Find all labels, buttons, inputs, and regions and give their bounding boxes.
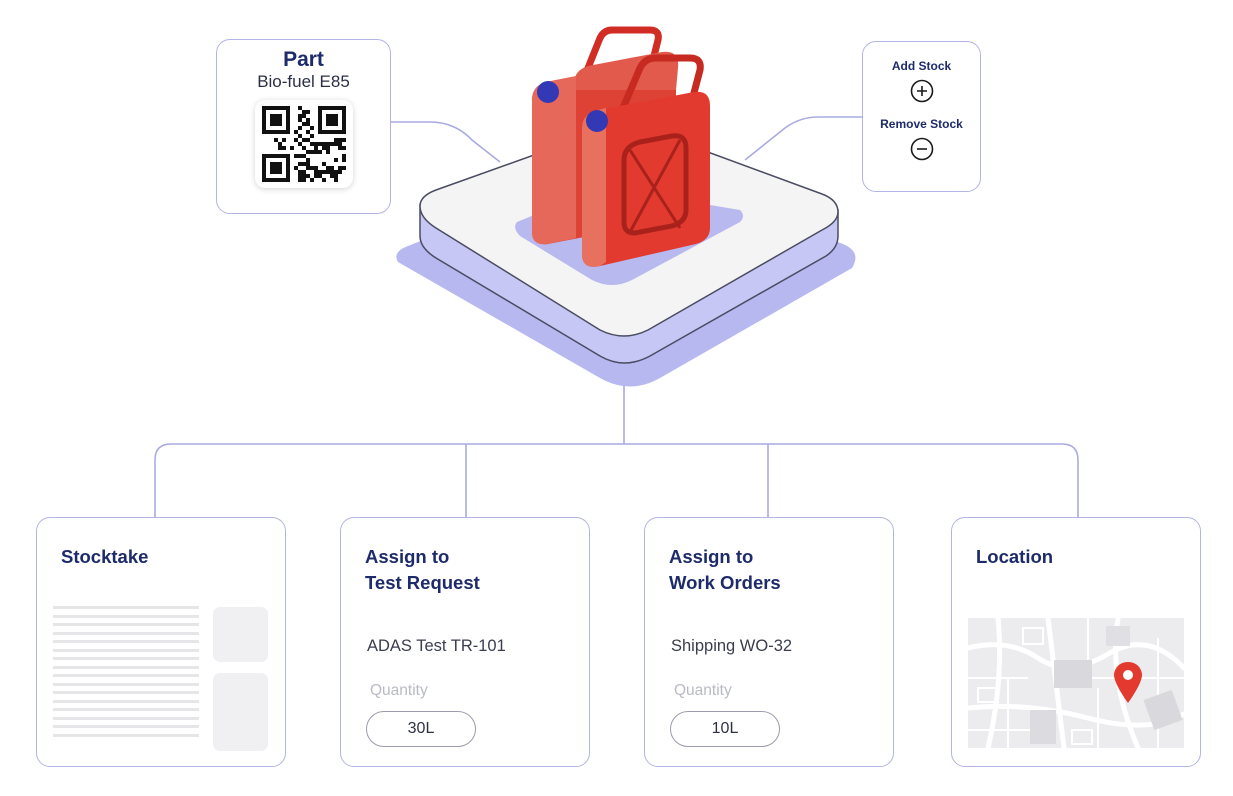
stocktake-thumb-placeholder-2 — [213, 673, 268, 751]
add-stock-button[interactable] — [910, 79, 934, 103]
qr-code-icon[interactable] — [254, 100, 353, 188]
remove-stock-button[interactable] — [910, 137, 934, 161]
plus-circle-icon — [910, 79, 933, 103]
stocktake-thumb-placeholder — [213, 607, 268, 662]
stock-actions-card: Add Stock Remove Stock — [862, 41, 981, 192]
remove-stock-label: Remove Stock — [880, 117, 963, 131]
minus-circle-icon — [910, 137, 933, 161]
part-title: Part — [283, 48, 324, 71]
location-title: Location — [976, 546, 1054, 567]
quantity-field[interactable]: 30L — [366, 711, 476, 747]
connector-stock — [744, 116, 862, 161]
quantity-label: Quantity — [674, 682, 732, 699]
part-name: Bio-fuel E85 — [257, 72, 350, 91]
test-request-value: ADAS Test TR-101 — [367, 637, 506, 655]
test-request-title-line1: Assign to — [365, 546, 450, 567]
work-orders-card[interactable]: Assign to Work Orders Shipping WO-32 Qua… — [644, 517, 894, 767]
part-card: Part Bio-fuel E85 — [216, 39, 391, 214]
test-request-title: Assign to Test Request — [365, 544, 480, 596]
quantity-label: Quantity — [370, 682, 428, 699]
stocktake-list-placeholder — [53, 606, 199, 742]
work-orders-title-line1: Assign to — [669, 546, 754, 567]
work-orders-title-line2: Work Orders — [669, 572, 781, 593]
location-map[interactable] — [968, 618, 1184, 748]
connector-part — [391, 121, 501, 163]
work-orders-title: Assign to Work Orders — [669, 544, 781, 596]
jerry-cans-icon — [396, 26, 856, 387]
test-request-title-line2: Test Request — [365, 572, 480, 593]
quantity-field[interactable]: 10L — [670, 711, 780, 747]
test-request-card[interactable]: Assign to Test Request ADAS Test TR-101 … — [340, 517, 590, 767]
map-pin-icon — [1114, 662, 1142, 703]
work-orders-value: Shipping WO-32 — [671, 637, 793, 655]
add-stock-label: Add Stock — [891, 59, 952, 73]
connector-branch — [154, 443, 1079, 517]
stocktake-title: Stocktake — [61, 546, 149, 567]
location-card[interactable]: Location — [951, 517, 1201, 767]
stocktake-card[interactable]: Stocktake — [36, 517, 286, 767]
